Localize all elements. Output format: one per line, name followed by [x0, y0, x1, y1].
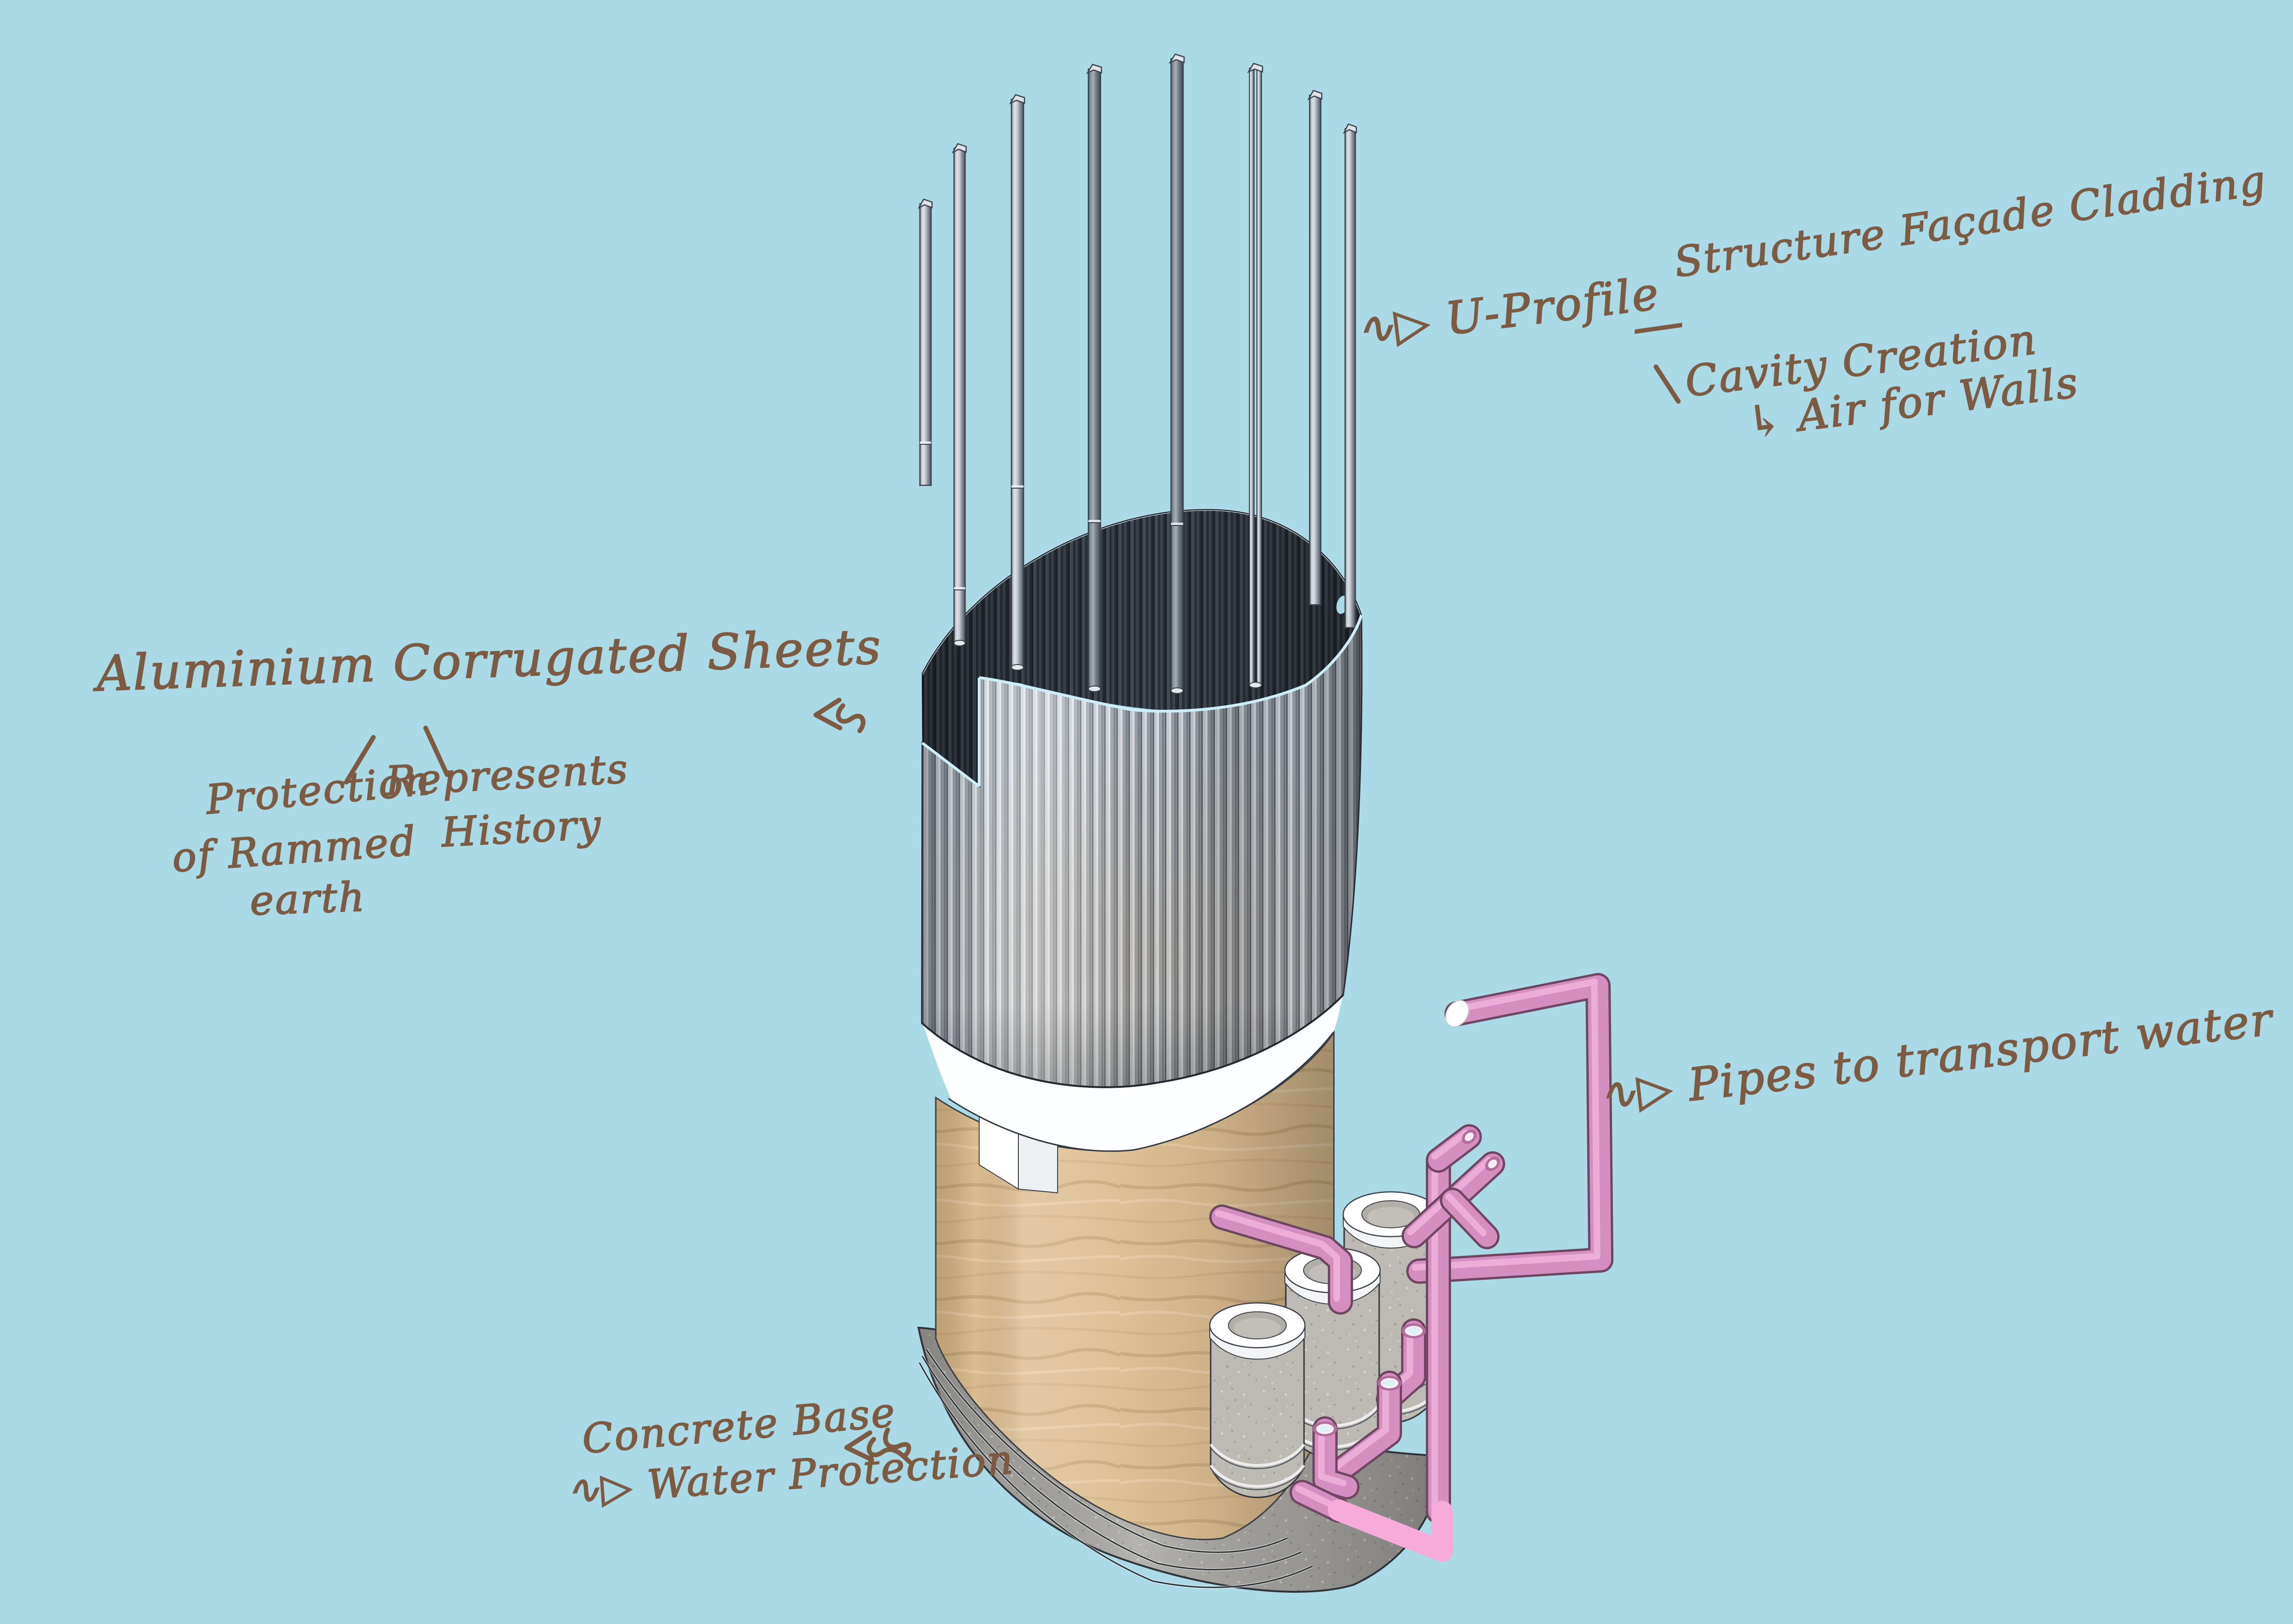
sheets-note-earth: earth [249, 873, 367, 925]
water-pipes [1209, 973, 1613, 1562]
corrugated-cylinder-shell [921, 615, 1363, 1088]
ink-annotation-strokes [344, 364, 1681, 1465]
sheets-note-represents: Represents [384, 745, 631, 805]
white-ring [923, 997, 1342, 1152]
u-profiles [917, 53, 1357, 694]
u-profile-dash: — [1628, 290, 1690, 358]
sheets-note-history: History [440, 801, 604, 857]
